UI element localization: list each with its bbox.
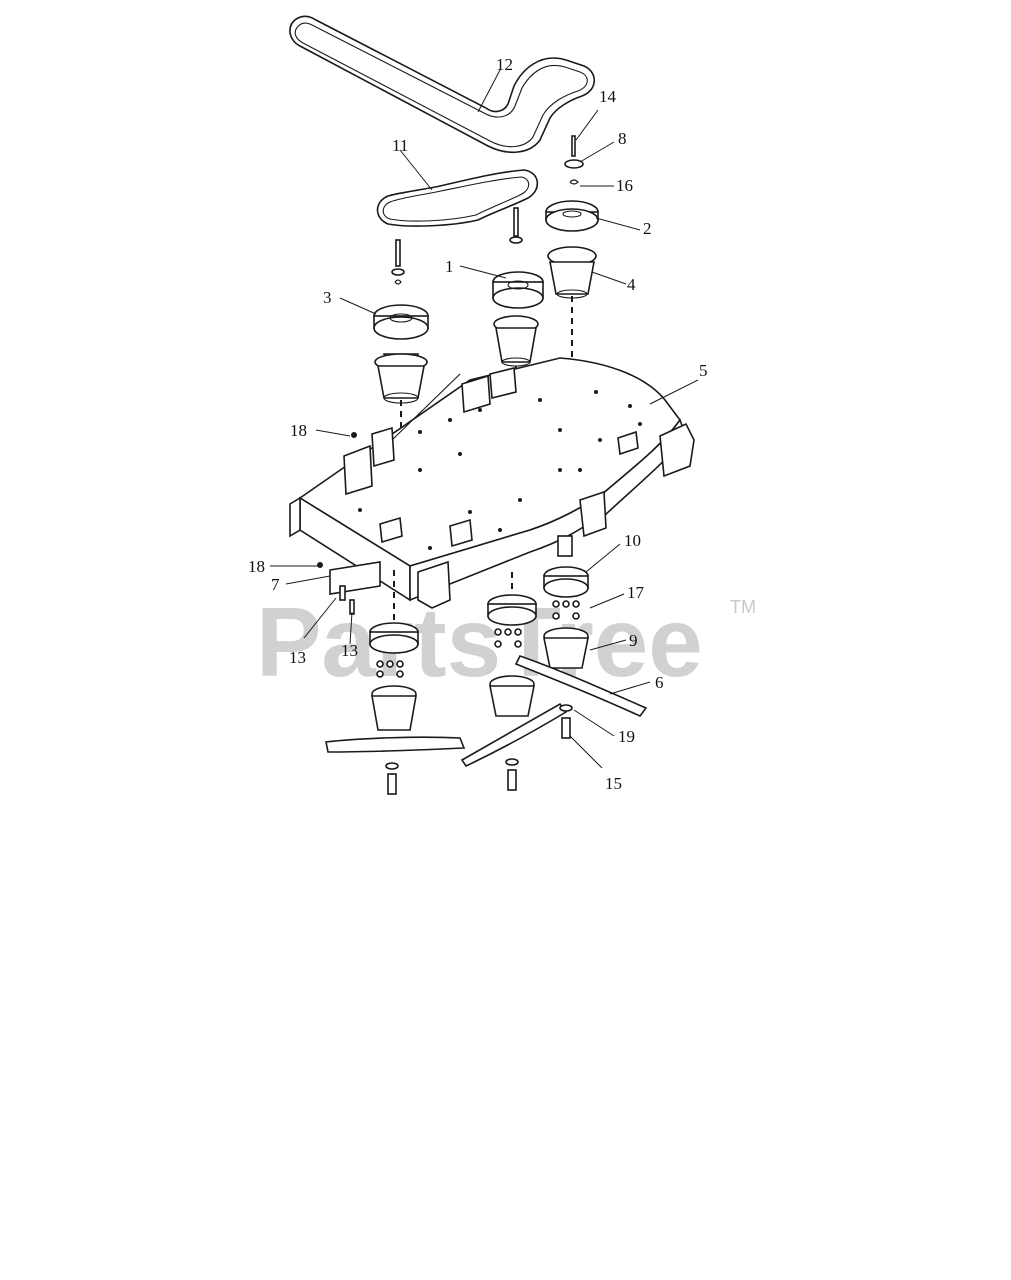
callout-17: 17 bbox=[627, 583, 645, 602]
callout-11: 11 bbox=[392, 136, 408, 155]
callout-14: 14 bbox=[599, 87, 617, 106]
callout-13b: 13 bbox=[341, 641, 358, 660]
callout-7: 7 bbox=[271, 575, 280, 594]
right-bolt-cluster bbox=[552, 600, 580, 620]
watermark-trademark: TM bbox=[730, 597, 756, 617]
callout-15: 15 bbox=[605, 774, 622, 793]
callout-2: 2 bbox=[643, 219, 652, 238]
left-spindle-stack bbox=[373, 239, 429, 508]
callout-8: 8 bbox=[618, 129, 627, 148]
callout-4: 4 bbox=[627, 275, 636, 294]
leader-lines bbox=[270, 69, 699, 769]
lower-right-assembly bbox=[514, 566, 648, 739]
center-bolt-cluster bbox=[494, 628, 522, 648]
misc-hardware bbox=[317, 432, 357, 615]
belt-large bbox=[289, 15, 596, 153]
lower-left-assembly bbox=[325, 570, 466, 795]
callout-6: 6 bbox=[655, 673, 664, 692]
lower-center-assembly bbox=[460, 572, 568, 791]
callout-3: 3 bbox=[323, 288, 332, 307]
mower-deck-housing bbox=[289, 357, 695, 609]
callout-18b: 18 bbox=[248, 557, 265, 576]
callout-10: 10 bbox=[624, 531, 641, 550]
callout-16: 16 bbox=[616, 176, 633, 195]
callout-18a: 18 bbox=[290, 421, 307, 440]
callout-12: 12 bbox=[496, 55, 513, 74]
callout-19: 19 bbox=[618, 727, 635, 746]
callout-13a: 13 bbox=[289, 648, 306, 667]
belt-small bbox=[376, 169, 539, 227]
callout-9: 9 bbox=[629, 631, 638, 650]
left-bolt-cluster bbox=[376, 660, 404, 678]
deck-holes bbox=[358, 390, 642, 550]
callout-labels: 1 2 3 4 5 6 7 8 9 10 11 12 13 13 14 15 1… bbox=[248, 55, 708, 793]
callout-5: 5 bbox=[699, 361, 708, 380]
callout-1: 1 bbox=[445, 257, 454, 276]
